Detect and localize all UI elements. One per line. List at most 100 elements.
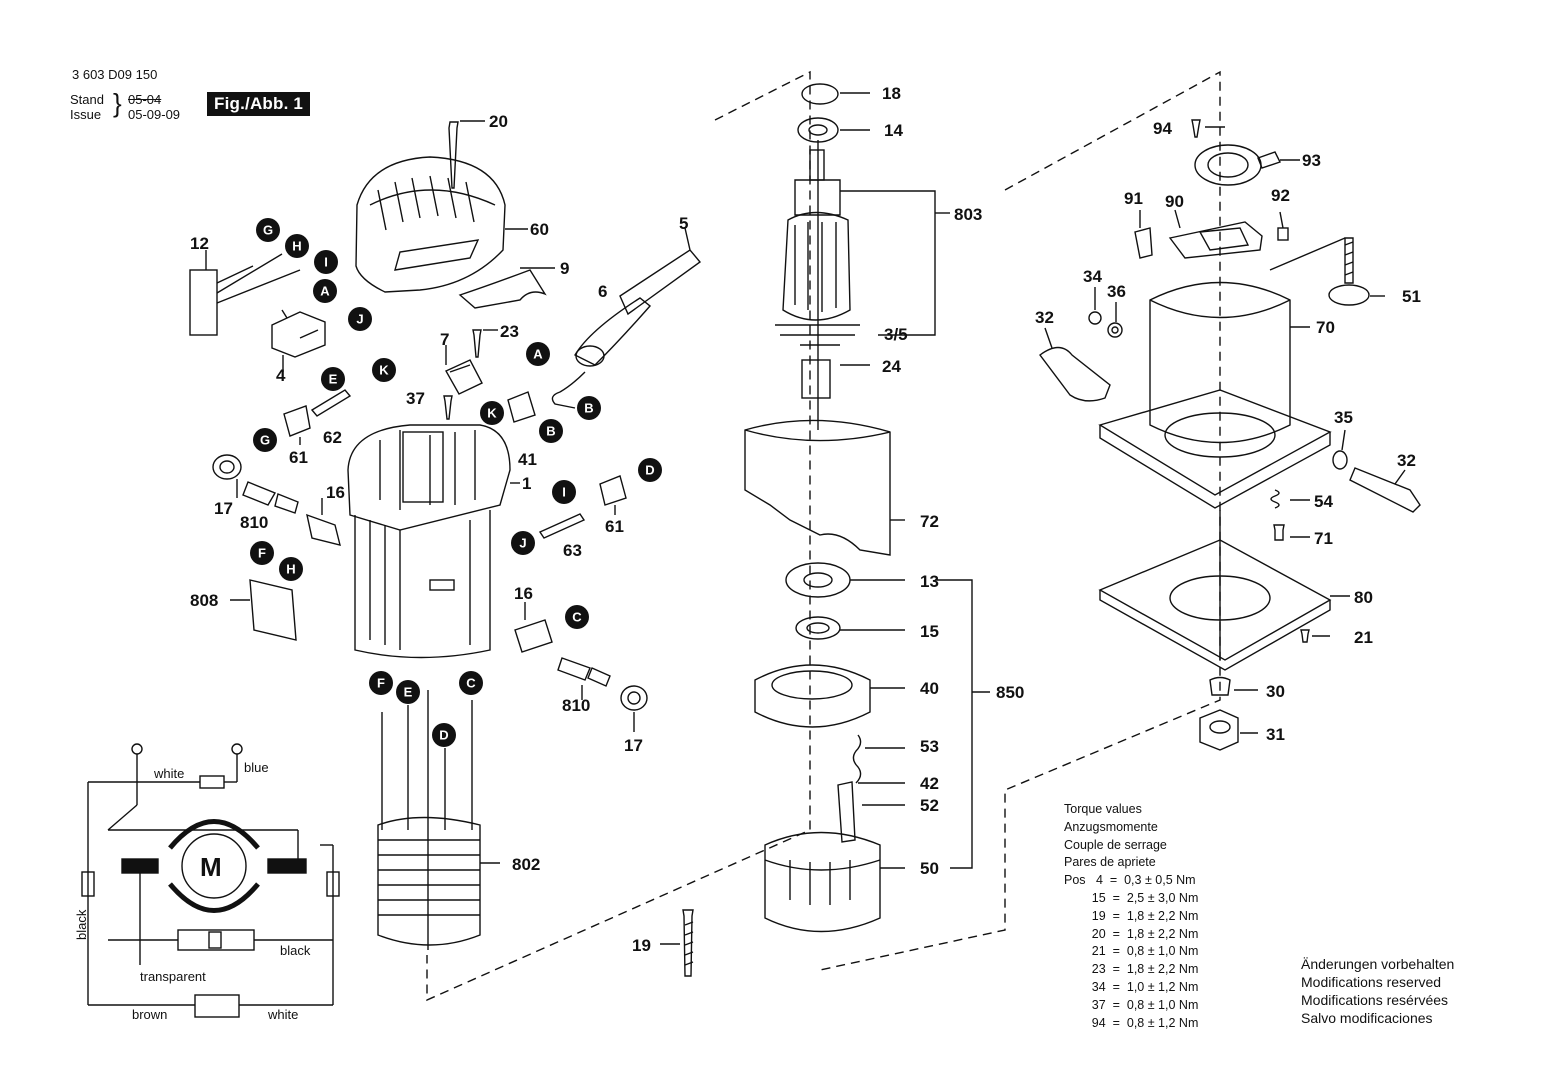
part-callout-80: 80 xyxy=(1354,588,1373,607)
modification-notes: Änderungen vorbehalten Modifications res… xyxy=(1301,955,1454,1027)
connector-marker-k: K xyxy=(480,401,504,425)
connector-marker-e: E xyxy=(321,367,345,391)
part-callout-7: 7 xyxy=(440,330,449,349)
connector-letter: E xyxy=(404,685,413,700)
torque-row: 19 = 1,8 ± 2,2 Nm xyxy=(1064,908,1199,923)
part-callout-9: 9 xyxy=(560,259,569,278)
connector-letter: H xyxy=(292,239,301,254)
part-callout-41: 41 xyxy=(518,450,537,469)
part-callout-61a: 61 xyxy=(289,448,308,467)
issue-date: 05-09-09 xyxy=(128,107,181,122)
part-callout-23: 23 xyxy=(500,322,519,341)
part-callout-52: 52 xyxy=(920,796,939,815)
connector-marker-b: B xyxy=(539,419,563,443)
part-callout-90: 90 xyxy=(1165,192,1184,211)
connector-letter: D xyxy=(439,728,448,743)
connector-marker-c: C xyxy=(459,671,483,695)
part-callout-16b: 16 xyxy=(514,584,533,603)
torque-row: 34 = 1,0 ± 1,2 Nm xyxy=(1064,979,1199,994)
connector-marker-i: I xyxy=(552,480,576,504)
part-callout-31: 31 xyxy=(1266,725,1285,744)
connector-marker-g: G xyxy=(256,218,280,242)
wire-label-blue: blue xyxy=(244,760,269,775)
part-callout-810a: 810 xyxy=(240,513,268,532)
torque-heading-fr: Couple de serrage xyxy=(1064,837,1167,852)
connector-marker-j: J xyxy=(511,531,535,555)
connector-letter: A xyxy=(320,284,330,299)
wire-label-black-left: black xyxy=(74,909,89,940)
connector-marker-d: D xyxy=(638,458,662,482)
part-callout-32b: 32 xyxy=(1397,451,1416,470)
part-callout-71: 71 xyxy=(1314,529,1333,548)
connector-letter: B xyxy=(584,401,593,416)
part-callout-21: 21 xyxy=(1354,628,1373,647)
torque-heading-es: Pares de apriete xyxy=(1064,855,1156,870)
stand-label: Stand xyxy=(70,92,104,107)
connector-marker-d: D xyxy=(432,723,456,747)
connector-letter: K xyxy=(379,363,389,378)
connector-letter: G xyxy=(263,223,273,238)
part-callout-72: 72 xyxy=(920,512,939,531)
part-callout-16a: 16 xyxy=(326,483,345,502)
part-callout-93: 93 xyxy=(1302,151,1321,170)
connector-letter: J xyxy=(356,312,363,327)
issue-label: Issue xyxy=(70,107,102,122)
torque-values-table: Torque values Anzugsmomente Couple de se… xyxy=(1064,801,1198,1032)
connector-letter: I xyxy=(562,485,566,500)
part-callout-17a: 17 xyxy=(214,499,233,518)
part-callout-60: 60 xyxy=(530,220,549,239)
connector-letter: H xyxy=(286,562,295,577)
part-callout-20: 20 xyxy=(489,112,508,131)
part-callout-54: 54 xyxy=(1314,492,1333,511)
part-callout-94: 94 xyxy=(1153,119,1172,138)
figure-label: Fig./Abb. 1 xyxy=(207,92,311,116)
doc-number: 3 603 D09 150 xyxy=(72,67,158,82)
part-callout-17b: 17 xyxy=(624,736,643,755)
wire-label-transparent: transparent xyxy=(140,969,206,984)
wire-label-brown: brown xyxy=(132,1007,167,1022)
torque-row: Pos 4 = 0,3 ± 0,5 Nm xyxy=(1064,873,1196,888)
part-callout-13: 13 xyxy=(920,572,939,591)
connector-marker-b: B xyxy=(577,396,601,420)
connector-marker-g: G xyxy=(253,428,277,452)
part-callout-6: 6 xyxy=(598,282,607,301)
part-callout-51: 51 xyxy=(1402,287,1421,306)
connector-marker-c: C xyxy=(565,605,589,629)
part-callout-15: 15 xyxy=(920,622,939,641)
connector-marker-f: F xyxy=(250,541,274,565)
part-callout-30: 30 xyxy=(1266,682,1285,701)
part-callout-62: 62 xyxy=(323,428,342,447)
part-callout-24: 24 xyxy=(882,357,901,376)
part-callout-92: 92 xyxy=(1271,186,1290,205)
part-callout-1: 1 xyxy=(522,474,531,493)
torque-row: 15 = 2,5 ± 3,0 Nm xyxy=(1064,890,1199,905)
torque-row: 94 = 0,8 ± 1,2 Nm xyxy=(1064,1015,1199,1030)
connector-letter: K xyxy=(487,406,497,421)
part-callout-4: 4 xyxy=(276,366,286,385)
part-callout-70: 70 xyxy=(1316,318,1335,337)
part-callout-12: 12 xyxy=(190,234,209,253)
part-callout-808: 808 xyxy=(190,591,218,610)
part-callout-36: 36 xyxy=(1107,282,1126,301)
connector-letter: E xyxy=(329,372,338,387)
connector-letter: C xyxy=(466,676,476,691)
wire-label-white-bottom: white xyxy=(267,1007,298,1022)
connector-marker-h: H xyxy=(285,234,309,258)
mod-note-de: Änderungen vorbehalten xyxy=(1301,956,1455,972)
connector-letter: F xyxy=(258,546,266,561)
part-callout-63: 63 xyxy=(563,541,582,560)
connector-marker-f: F xyxy=(369,671,393,695)
part-callout-14: 14 xyxy=(884,121,903,140)
part-callout-61b: 61 xyxy=(605,517,624,536)
connector-marker-e: E xyxy=(396,680,420,704)
mod-note-en: Modifications reserved xyxy=(1301,974,1442,990)
part-callout-35: 35 xyxy=(1334,408,1353,427)
part-callout-803: 803 xyxy=(954,205,982,224)
connector-letter: C xyxy=(572,610,582,625)
part-callout-37: 37 xyxy=(406,389,425,408)
part-callout-50: 50 xyxy=(920,859,939,878)
part-callout-32a: 32 xyxy=(1035,308,1054,327)
part-callout-40: 40 xyxy=(920,679,939,698)
connector-letter: D xyxy=(645,463,654,478)
